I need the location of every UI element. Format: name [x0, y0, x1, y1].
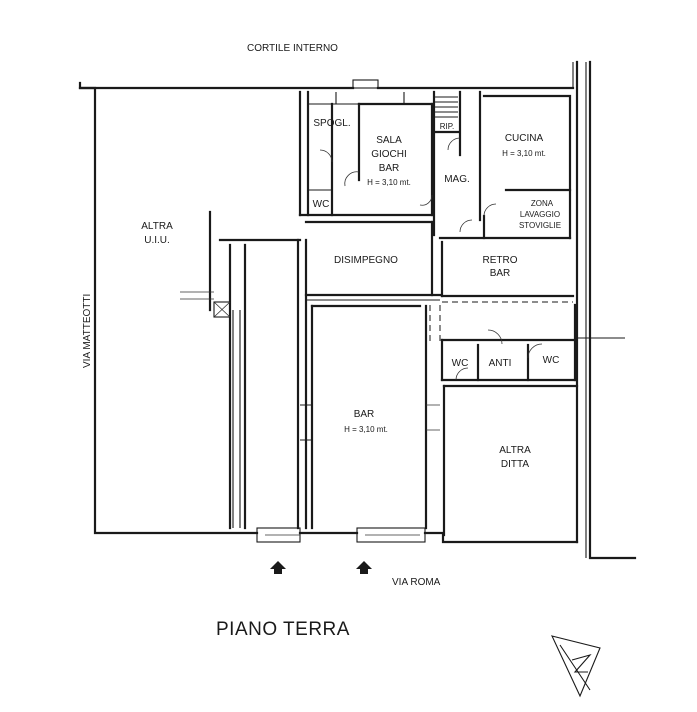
- room-sala-giochi-3: BAR: [379, 163, 400, 174]
- room-altra-uiu-2: U.I.U.: [144, 235, 170, 246]
- room-zona-lavaggio-2: LAVAGGIO: [520, 210, 560, 219]
- room-cucina: CUCINA: [505, 133, 544, 144]
- bar-height: H = 3,10 mt.: [344, 425, 388, 434]
- spogliatoio-walls: [298, 90, 434, 217]
- wc-block-walls: [429, 303, 577, 382]
- bar-walls: [300, 304, 440, 530]
- corridor-walls: [180, 210, 308, 530]
- retro-bar-walls: [440, 240, 575, 303]
- room-anti: ANTI: [489, 358, 512, 369]
- room-altra-ditta-1: ALTRA: [499, 445, 531, 456]
- room-wc-left: WC: [452, 358, 469, 369]
- room-altra-uiu-1: ALTRA: [141, 221, 173, 232]
- entrance-arrow-left: [270, 561, 286, 574]
- outer-walls: [78, 60, 637, 560]
- via-roma-label: VIA ROMA: [392, 577, 441, 588]
- room-retro-bar-1: RETRO: [483, 255, 518, 266]
- room-sala-giochi-2: GIOCHI: [371, 149, 407, 160]
- room-wc-right: WC: [543, 355, 560, 366]
- entrance-thresholds: [256, 527, 426, 543]
- room-rip: RIP.: [440, 122, 455, 131]
- room-altra-ditta-2: DITTA: [501, 459, 529, 470]
- room-wc-spogliatoio: WC: [313, 199, 330, 210]
- altra-ditta-walls: [442, 337, 625, 537]
- room-zona-lavaggio-1: ZONA: [531, 199, 554, 208]
- stair-walls: [432, 90, 462, 237]
- room-retro-bar-2: BAR: [490, 268, 511, 279]
- room-disimpegno: DISIMPEGNO: [334, 255, 398, 266]
- sala-giochi-height: H = 3,10 mt.: [367, 178, 411, 187]
- via-matteotti-label: VIA MATTEOTTI: [82, 294, 93, 368]
- courtyard-label: CORTILE INTERNO: [247, 43, 338, 54]
- room-magazzino: MAG.: [444, 174, 470, 185]
- room-spogliatoio: SPOGL.: [313, 118, 350, 129]
- cucina-walls: [438, 90, 572, 240]
- entrance-arrow-right: [356, 561, 372, 574]
- north-arrow-icon: [551, 635, 601, 698]
- plan-title: PIANO TERRA: [216, 619, 350, 640]
- cucina-height: H = 3,10 mt.: [502, 149, 546, 158]
- room-bar: BAR: [354, 409, 375, 420]
- courtyard-door: [352, 79, 379, 89]
- disimpegno-walls: [304, 220, 442, 301]
- room-zona-lavaggio-3: STOVIGLIE: [519, 221, 561, 230]
- room-sala-giochi-1: SALA: [376, 135, 402, 146]
